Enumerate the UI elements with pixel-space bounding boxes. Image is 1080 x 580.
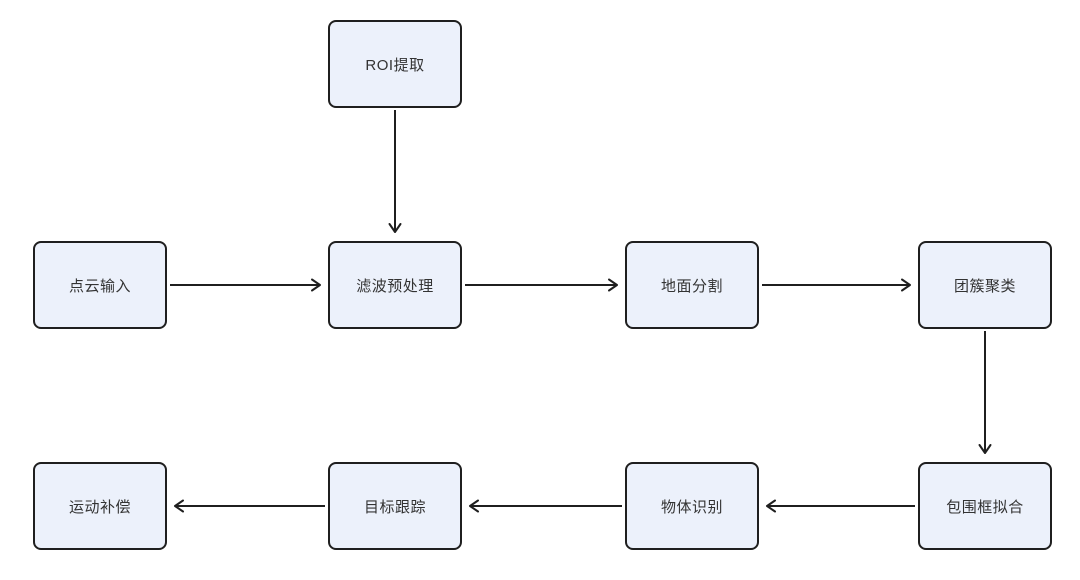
node-label: 点云输入 [68,277,131,295]
node-bounding-box-fitting: 包围框拟合 [918,462,1052,550]
node-label: 包围框拟合 [946,498,1024,516]
node-label: 团簇聚类 [953,277,1016,295]
node-target-tracking: 目标跟踪 [328,462,462,550]
node-cluster-clustering: 团簇聚类 [918,241,1052,329]
node-label: 物体识别 [660,498,723,516]
node-filter-preprocessing: 滤波预处理 [328,241,462,329]
node-motion-compensation: 运动补偿 [33,462,167,550]
node-label: 目标跟踪 [363,498,426,516]
node-ground-segmentation: 地面分割 [625,241,759,329]
node-label: ROI提取 [365,56,425,74]
node-point-cloud-input: 点云输入 [33,241,167,329]
node-label: 滤波预处理 [356,277,434,295]
node-roi-extraction: ROI提取 [328,20,462,108]
node-label: 运动补偿 [68,498,131,516]
node-label: 地面分割 [660,277,723,295]
node-object-recognition: 物体识别 [625,462,759,550]
